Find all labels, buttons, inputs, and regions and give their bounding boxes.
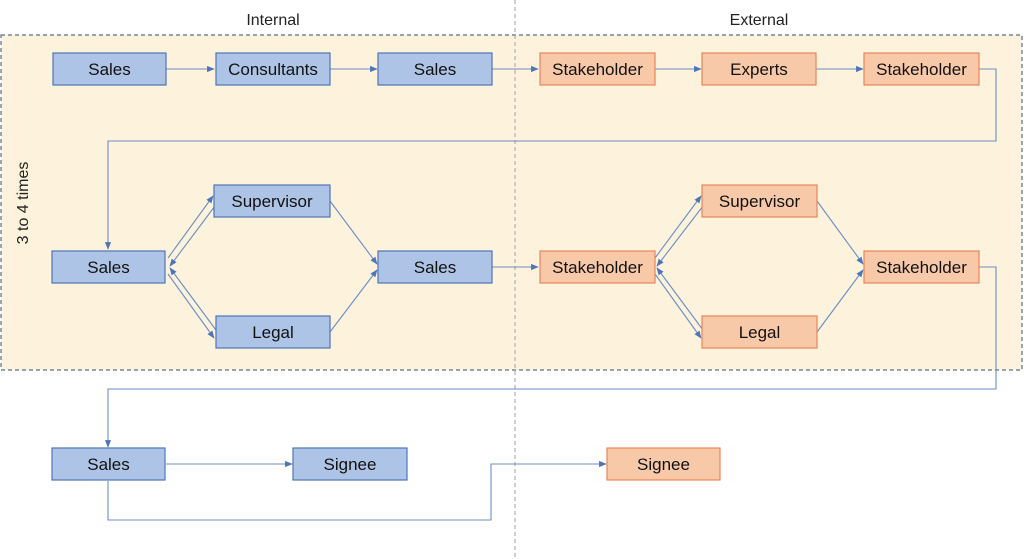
arrow-sales-to-supervisor-int (167, 195, 214, 259)
box-r2-stakeholder-left: Stakeholder (539, 250, 656, 284)
box-r1-stakeholder-2: Stakeholder (863, 52, 980, 86)
box-r2-supervisor-internal: Supervisor (213, 184, 331, 218)
box-r3-sales: Sales (51, 447, 166, 481)
svg-text:Stakeholder: Stakeholder (876, 258, 967, 277)
box-r2-sales-left: Sales (51, 250, 166, 284)
box-r2-legal-external: Legal (701, 315, 818, 349)
svg-text:Sales: Sales (87, 258, 130, 277)
svg-text:Stakeholder: Stakeholder (876, 60, 967, 79)
box-r2-sales-mid: Sales (377, 250, 493, 284)
box-r1-experts: Experts (701, 52, 817, 86)
box-r1-consultants: Consultants (215, 52, 331, 86)
loop-count-label: 3 to 4 times (15, 162, 32, 245)
arrow-legal-to-stakeholder-right (816, 269, 864, 333)
svg-text:Sales: Sales (87, 455, 130, 474)
box-r1-sales-2: Sales (377, 52, 493, 86)
svg-text:Supervisor: Supervisor (231, 192, 313, 211)
connector-row1-to-row2 (104, 68, 997, 250)
external-header: External (730, 12, 789, 29)
arrow-sales-to-legal-int (167, 273, 215, 339)
svg-text:Experts: Experts (730, 60, 788, 79)
arrow-sales-to-signee-ext (107, 460, 607, 521)
box-r3-signee-internal: Signee (292, 447, 408, 481)
svg-text:Legal: Legal (739, 323, 781, 342)
arrow-supervisor-to-sales-mid (329, 200, 378, 265)
box-r2-legal-internal: Legal (215, 315, 331, 349)
connector-row2-to-row3 (104, 266, 997, 448)
arrow-supervisor-to-sales-int (169, 205, 216, 267)
svg-text:Signee: Signee (324, 455, 377, 474)
internal-header: Internal (246, 12, 299, 29)
arrow-stakeholder-to-legal-ext (654, 273, 702, 339)
arrow-supervisor-to-stakeholder-right (816, 200, 864, 265)
box-r2-supervisor-external: Supervisor (701, 184, 818, 218)
svg-text:Sales: Sales (414, 258, 457, 277)
box-r2-stakeholder-right: Stakeholder (863, 250, 980, 284)
arrow-legal-to-stakeholder-ext (656, 267, 704, 331)
arrow-stakeholder-to-supervisor-ext (654, 195, 702, 259)
svg-text:Signee: Signee (637, 455, 690, 474)
svg-text:Supervisor: Supervisor (719, 192, 801, 211)
svg-text:Legal: Legal (252, 323, 294, 342)
svg-text:Stakeholder: Stakeholder (552, 60, 643, 79)
arrow-supervisor-to-stakeholder-ext (656, 205, 704, 267)
arrow-legal-to-sales-mid (329, 269, 378, 333)
svg-text:Sales: Sales (88, 60, 131, 79)
svg-text:Consultants: Consultants (228, 60, 318, 79)
box-r1-stakeholder: Stakeholder (539, 52, 656, 86)
box-r3-signee-external: Signee (606, 447, 721, 481)
arrow-legal-to-sales-int (169, 267, 217, 331)
box-r1-sales: Sales (52, 52, 167, 86)
svg-text:Stakeholder: Stakeholder (552, 258, 643, 277)
svg-text:Sales: Sales (414, 60, 457, 79)
loop-region (0, 34, 1023, 371)
